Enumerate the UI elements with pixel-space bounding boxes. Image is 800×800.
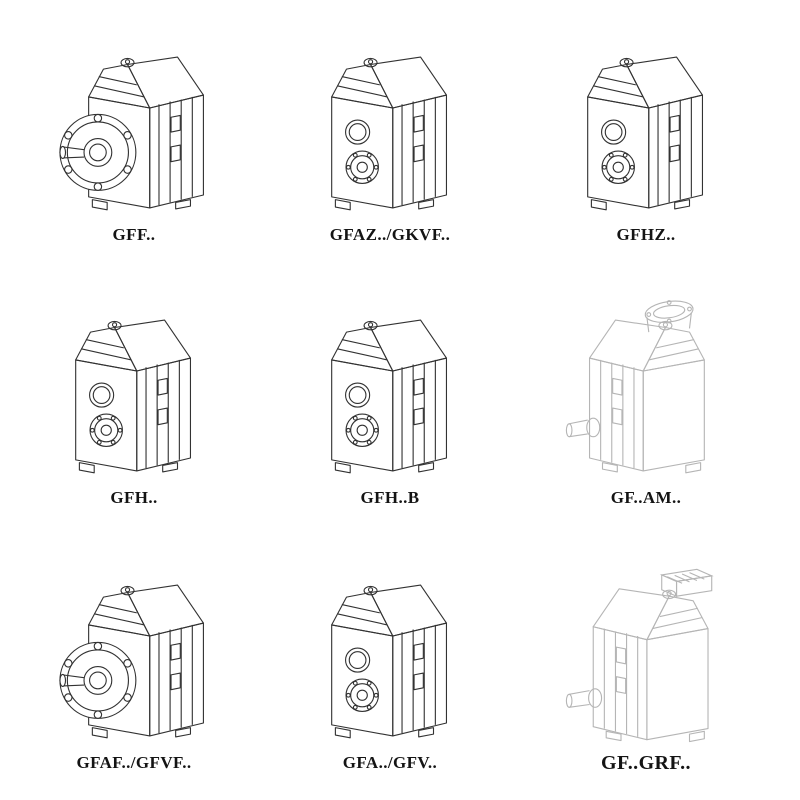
- catalog-cell: GFF..: [46, 20, 222, 252]
- catalog-cell: GF..AM..: [558, 284, 734, 516]
- hollow-shaft-gearbox-icon: [558, 21, 734, 220]
- iec-adapter-gearbox-icon: [558, 284, 734, 483]
- flange-output-gearbox-icon: [46, 21, 222, 220]
- hollow-shaft-gearbox-icon: [46, 284, 222, 483]
- catalog-cell: GFAZ../GKVF..: [302, 20, 478, 252]
- model-label: GFH..: [110, 488, 158, 507]
- catalog-cell: GFAF../GFVF..: [46, 547, 222, 780]
- catalog-cell: GFHZ..: [558, 20, 734, 252]
- model-label: GFHZ..: [616, 224, 676, 244]
- model-label: GFF..: [112, 224, 156, 244]
- shaft-mounted-gearbox-icon: [302, 21, 478, 220]
- catalog-cell: GFH..B: [302, 284, 478, 516]
- flange-gearbox-icon: [46, 549, 222, 748]
- model-label: GFA../GFV..: [342, 753, 438, 772]
- catalog-cell: GFA../GFV..: [302, 547, 478, 780]
- model-label: GFH..B: [360, 488, 420, 507]
- catalog-cell: GFH..: [46, 284, 222, 516]
- foot-mounted-gearbox-icon: [302, 549, 478, 748]
- model-label: GF..GRF..: [601, 751, 691, 774]
- model-label: GFAF../GFVF..: [76, 753, 192, 772]
- grf-variant-gearbox-icon: [558, 549, 734, 748]
- hollow-shaft-gearbox-foot-icon: [302, 284, 478, 483]
- model-label: GFAZ../GKVF..: [329, 224, 451, 244]
- model-label: GF..AM..: [610, 488, 682, 507]
- catalog-cell: GF..GRF..: [558, 547, 734, 780]
